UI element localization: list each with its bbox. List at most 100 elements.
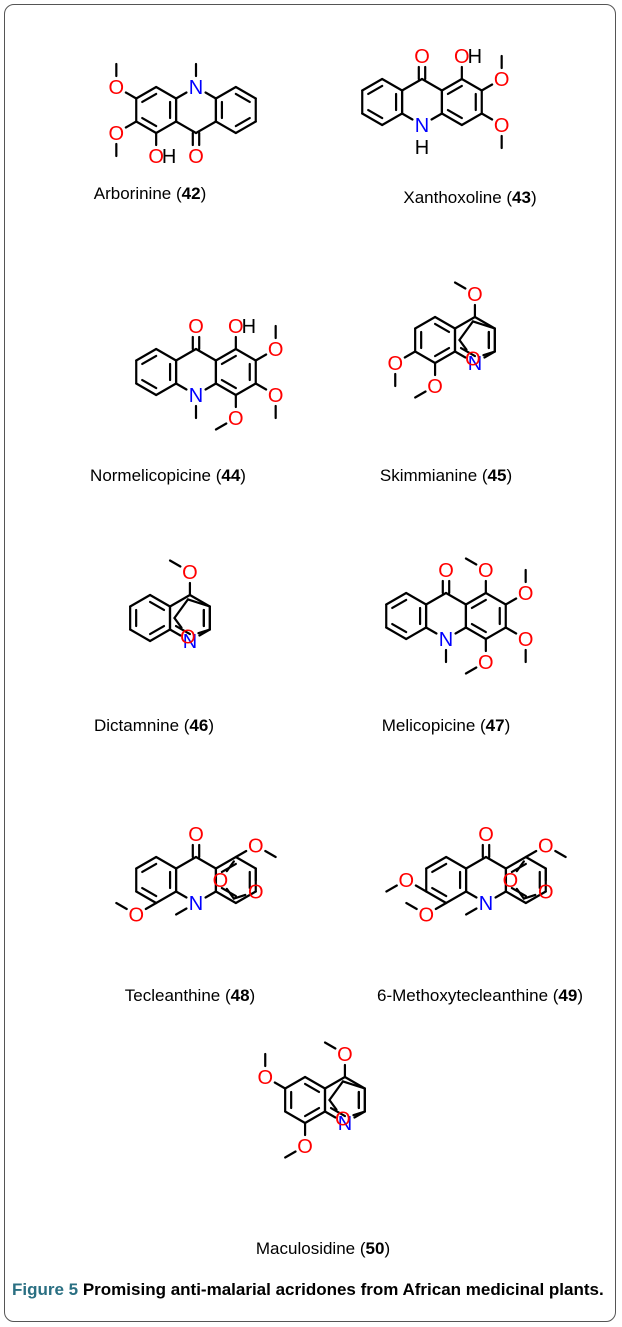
methoxy-oxygen: O (418, 905, 434, 927)
bond (155, 890, 178, 905)
bond (446, 108, 463, 120)
bond (273, 1081, 287, 1090)
bond (414, 315, 437, 330)
bond (391, 622, 408, 634)
bond (460, 112, 483, 127)
methoxy-oxygen: O (182, 562, 198, 584)
bond (141, 92, 158, 104)
bond (220, 354, 237, 366)
methoxy-oxygen: O (268, 339, 284, 361)
bond (524, 890, 547, 905)
bond (458, 338, 468, 351)
bond (141, 354, 158, 366)
bond (204, 382, 218, 391)
bond (303, 1106, 321, 1118)
bond (400, 77, 424, 92)
ring-nitrogen: N (183, 631, 197, 653)
bond (367, 84, 384, 96)
bond (470, 622, 487, 634)
bond (504, 890, 527, 905)
bond (186, 598, 211, 608)
methoxy-oxygen: O (467, 284, 483, 306)
methoxy-oxygen: O (518, 583, 534, 605)
bond (482, 350, 496, 357)
bond (234, 120, 257, 135)
compound-number: 44 (221, 466, 241, 485)
ring-nitrogen: N (468, 353, 482, 375)
bond (471, 320, 496, 330)
bond (385, 626, 408, 641)
carbonyl-oxygen: O (414, 46, 430, 68)
bond (174, 91, 188, 100)
bond (174, 624, 192, 636)
bond (135, 347, 158, 362)
methoxy-oxygen: O (109, 123, 125, 145)
bond (524, 849, 538, 859)
bond (403, 350, 417, 359)
bond (148, 600, 166, 612)
figure-label: Figure 5 (12, 1280, 79, 1299)
bond (135, 85, 158, 100)
bond (284, 1150, 297, 1159)
compound-name: Melicopicine (381, 716, 476, 735)
bond (129, 628, 152, 643)
figure-title: Promising anti-malarial acridones from A… (78, 1280, 604, 1299)
compound-caption: Skimmianine (45) (379, 466, 513, 485)
bond (168, 628, 182, 637)
methoxy-oxygen: O (337, 1044, 353, 1066)
bond (424, 591, 448, 606)
bond (284, 1075, 307, 1090)
bond (352, 1110, 366, 1117)
bond (440, 77, 463, 92)
bond (459, 346, 477, 358)
dioxole-oxygen: O (538, 882, 554, 904)
compound-number: 50 (365, 1239, 385, 1258)
bond (214, 120, 237, 135)
bond (194, 347, 218, 362)
ring-nitrogen: N (189, 385, 203, 407)
bond (484, 855, 508, 870)
bond (367, 108, 384, 120)
bond (430, 112, 444, 121)
methoxy-oxygen: O (518, 629, 534, 651)
bond (464, 890, 478, 899)
methoxy-oxygen: O (427, 376, 443, 398)
bond (234, 116, 251, 128)
bond (124, 91, 138, 100)
furan-oxygen: O (335, 1109, 351, 1131)
bond (433, 322, 451, 334)
compound-name: Skimmianine (379, 466, 478, 485)
bond (425, 890, 448, 905)
methoxy-oxygen: O (297, 1136, 313, 1158)
bond (433, 350, 457, 365)
bond (381, 112, 404, 127)
hydroxyl-hydrogen: H (468, 46, 482, 68)
bond (385, 884, 398, 893)
ring-nitrogen: N (338, 1113, 352, 1135)
hydroxyl-oxygen: O (454, 46, 470, 68)
bond (480, 112, 494, 121)
bond (214, 422, 228, 431)
carbonyl-oxygen: O (478, 824, 494, 846)
methoxy-oxygen: O (478, 560, 494, 582)
figure-frame (4, 4, 616, 1322)
methoxy-oxygen: O (128, 905, 144, 927)
bond (194, 855, 218, 870)
dioxole-oxygen: O (248, 882, 264, 904)
carbonyl-oxygen: O (188, 824, 204, 846)
bond (234, 85, 257, 100)
compound-name: Tecleanthine (124, 986, 221, 1005)
bond (264, 849, 277, 859)
bond (168, 559, 182, 568)
bond (115, 901, 128, 911)
ring-nitrogen: N (189, 77, 203, 99)
amine-hydrogen: H (415, 137, 429, 159)
furan-oxygen: O (180, 627, 196, 649)
compound-caption: Tecleanthine (48) (124, 986, 256, 1005)
bond (234, 347, 257, 362)
bond (174, 907, 188, 916)
compound-number: 45 (487, 466, 507, 485)
bond (431, 862, 448, 874)
bond (234, 382, 257, 397)
bond (414, 390, 427, 399)
